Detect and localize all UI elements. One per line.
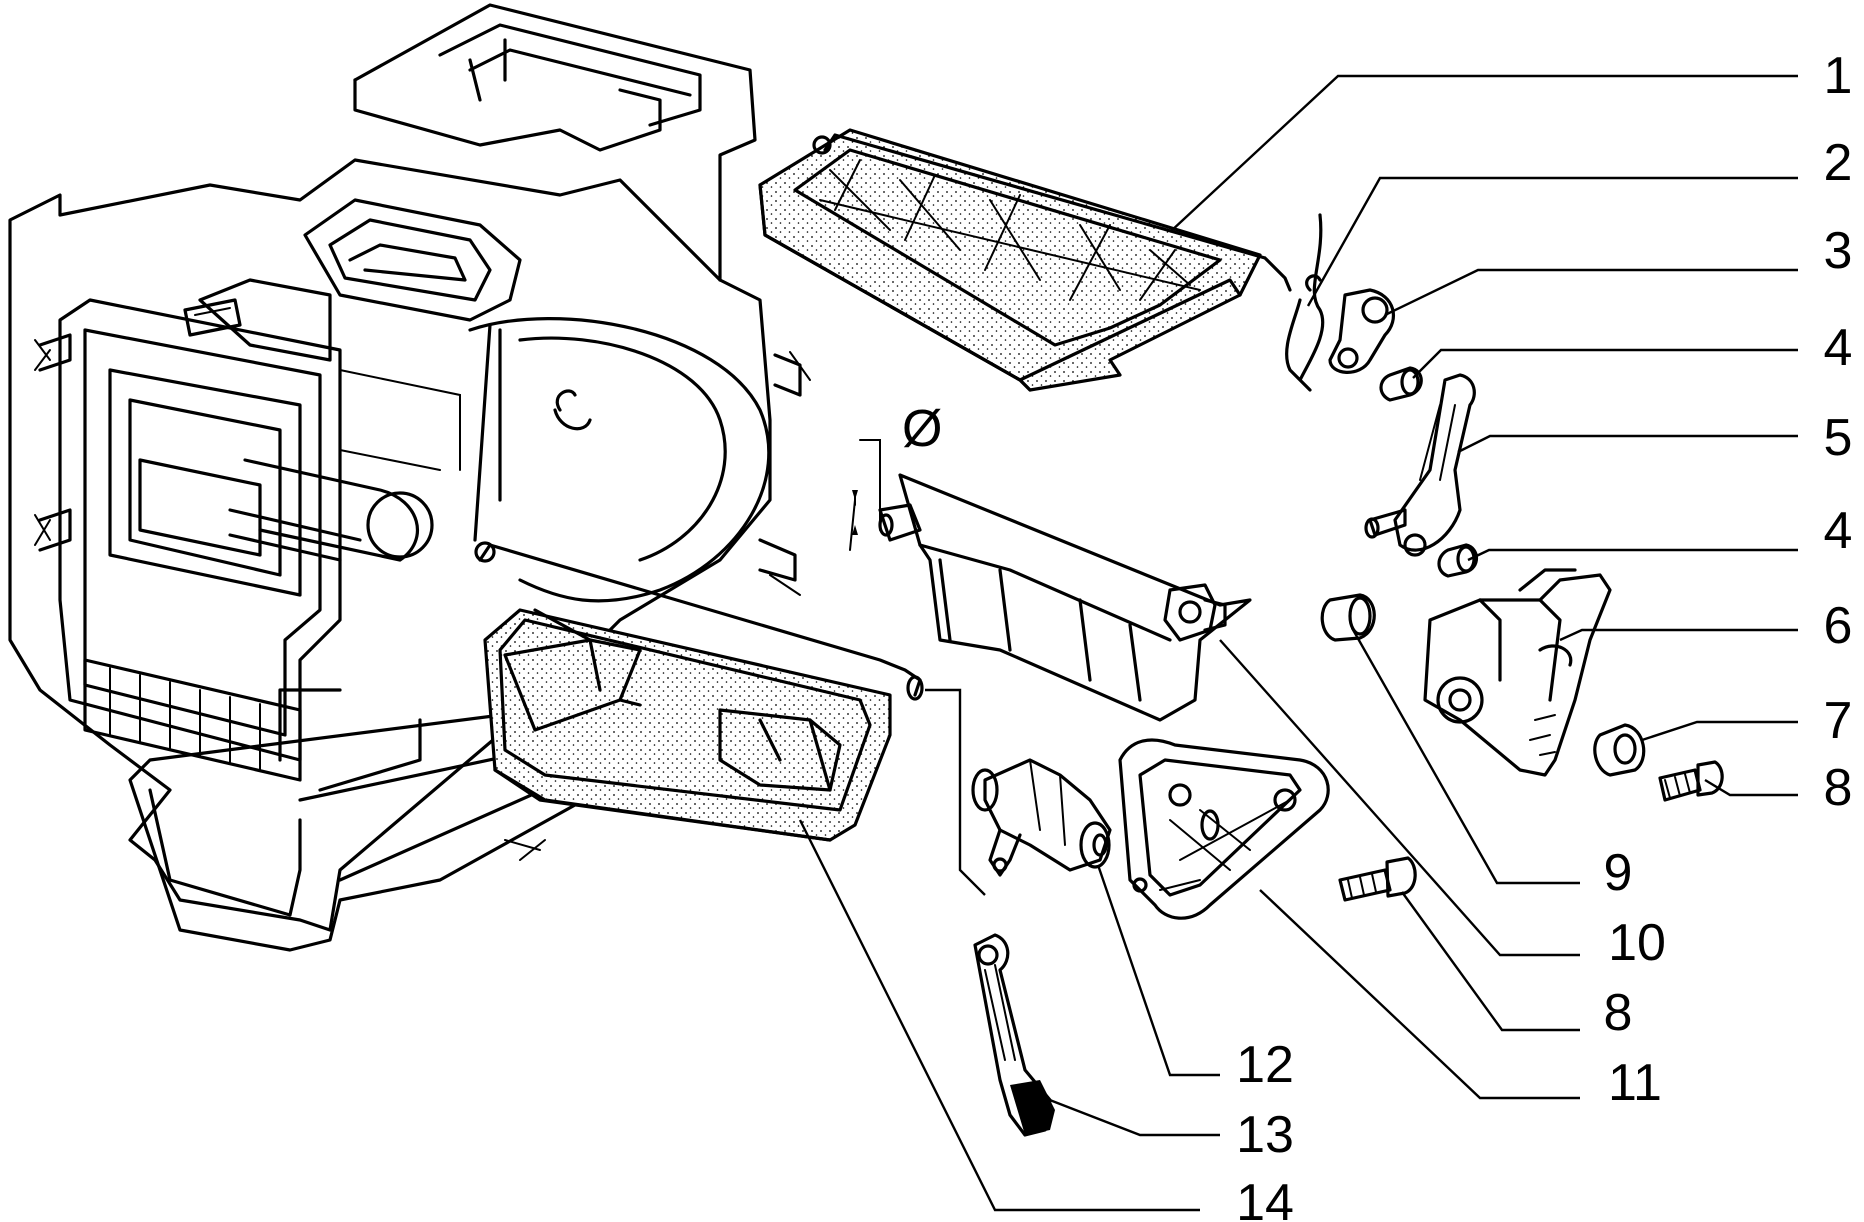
callout-8b: 8	[1604, 984, 1633, 1042]
part-2-spring	[1285, 213, 1325, 392]
part-13-small-lever	[973, 933, 1055, 1137]
callout-labels: 1 2 3 4 5 4 6 7 8 9 10 8 11 12 13 14	[1236, 47, 1852, 1222]
callout-5: 5	[1824, 409, 1853, 467]
callout-leaders	[798, 74, 1798, 1212]
part-11-mounting-plate	[1118, 738, 1330, 920]
part-10-middle-flap	[878, 473, 1252, 722]
part-5-lever-arm	[1364, 373, 1476, 557]
part-7-washer	[1593, 723, 1646, 777]
dimension-marker: Ø	[849, 400, 942, 551]
part-12-link	[971, 758, 1112, 877]
part-9-bushing	[1320, 593, 1376, 642]
callout-11: 11	[1608, 1054, 1662, 1112]
callout-13: 13	[1236, 1106, 1294, 1164]
part-8-screw-upper	[1658, 760, 1724, 802]
part-14-lower-flap	[474, 541, 924, 842]
callout-4a: 4	[1824, 319, 1853, 377]
callout-4b: 4	[1824, 502, 1853, 560]
callout-10: 10	[1608, 914, 1666, 972]
part-1-upper-flap	[758, 128, 1292, 392]
callout-6: 6	[1824, 597, 1853, 655]
dimension-symbol: Ø	[902, 400, 942, 458]
part-8-screw-lower	[1338, 856, 1417, 902]
part-4-bushing-upper	[1379, 366, 1423, 402]
callout-2: 2	[1824, 134, 1853, 192]
callout-1: 1	[1824, 47, 1853, 105]
part-4-bushing-lower	[1437, 543, 1479, 578]
callout-9: 9	[1604, 844, 1633, 902]
callout-14: 14	[1236, 1174, 1294, 1222]
part-3-cam-lever	[1328, 288, 1395, 374]
callout-3: 3	[1824, 222, 1853, 280]
part-6-actuator-housing	[1423, 568, 1612, 777]
callout-12: 12	[1236, 1036, 1294, 1094]
callout-8a: 8	[1824, 759, 1853, 817]
callout-7: 7	[1824, 692, 1853, 750]
